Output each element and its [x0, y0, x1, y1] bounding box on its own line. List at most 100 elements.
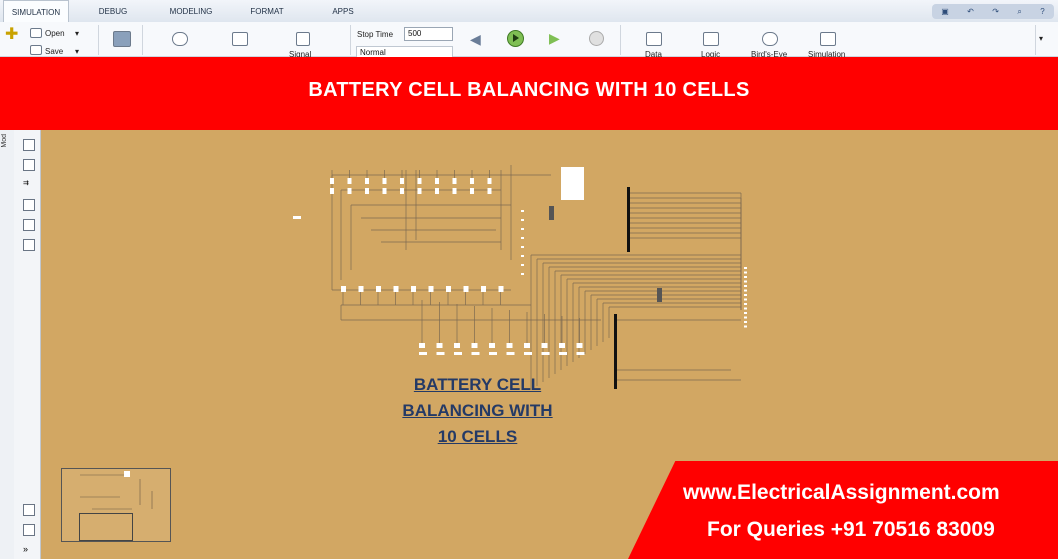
signal-label: Signal — [289, 50, 312, 59]
collapse-toolstrip-icon[interactable]: ▾ — [1039, 34, 1044, 43]
new-model-icon[interactable]: ✚ — [5, 26, 19, 43]
stop-time-input[interactable]: 500 — [404, 27, 453, 41]
simulation-mode-select[interactable]: Normal — [356, 46, 453, 60]
screenshot-icon[interactable] — [23, 504, 35, 516]
library-icon[interactable] — [113, 31, 131, 47]
checkbox-icon[interactable] — [23, 239, 35, 251]
port-block — [744, 280, 747, 283]
logic-analyzer-icon[interactable] — [703, 32, 719, 46]
annotation-line-2: BALANCING WITH — [402, 401, 553, 420]
property-inspector-icon[interactable] — [23, 524, 35, 536]
quick-access-toolbar: ▣ ↶ ↷ ⌕ ? — [932, 4, 1054, 19]
fit-view-icon[interactable] — [23, 159, 35, 171]
model-browser-tab[interactable] — [0, 130, 15, 559]
cell-block — [382, 178, 387, 184]
cell-block — [435, 188, 439, 194]
open-button[interactable]: Open — [45, 29, 65, 38]
open-icon[interactable] — [30, 28, 42, 38]
cell-block — [347, 188, 352, 194]
birds-eye-icon[interactable] — [762, 32, 778, 46]
arrow-icon[interactable]: ⇉ — [23, 180, 29, 187]
data-inspector-icon[interactable] — [646, 32, 662, 46]
step-back-icon[interactable]: ◀ — [470, 31, 481, 47]
balancing-block — [411, 286, 416, 292]
switch-block — [541, 352, 550, 355]
save-icon[interactable]: ▣ — [941, 7, 949, 16]
redo-icon[interactable]: ↷ — [992, 7, 999, 16]
tab-format[interactable]: FORMAT — [250, 7, 284, 16]
add-viewer-icon[interactable] — [232, 32, 248, 46]
cell-block — [400, 178, 404, 184]
comment-icon[interactable] — [23, 219, 35, 231]
model-canvas[interactable] — [41, 130, 1058, 559]
switch-block — [576, 352, 585, 355]
cell-block — [365, 178, 369, 184]
tab-debug[interactable]: DEBUG — [98, 7, 128, 16]
website-text: www.ElectricalAssignment.com — [683, 481, 1000, 504]
cell-block — [400, 188, 404, 194]
switch-block — [506, 343, 513, 348]
switch-block — [541, 343, 548, 348]
cell-block — [470, 188, 474, 194]
run-icon[interactable] — [507, 30, 524, 47]
port-block — [744, 325, 747, 328]
help-icon[interactable]: ? — [1040, 7, 1045, 16]
port-block — [744, 289, 747, 292]
port-block — [744, 307, 747, 310]
birds-eye-minimap[interactable] — [61, 468, 171, 542]
cell-block — [417, 188, 422, 194]
cell-block — [435, 178, 439, 184]
signal-table-icon[interactable] — [296, 32, 310, 46]
open-dropdown-icon[interactable]: ▾ — [75, 29, 80, 38]
signal-icon[interactable] — [172, 32, 188, 46]
search-icon[interactable]: ⌕ — [1017, 6, 1022, 16]
port-block — [744, 267, 747, 269]
switch-block — [471, 343, 478, 348]
save-icon[interactable] — [30, 45, 42, 55]
port-block — [744, 303, 747, 305]
switch-block — [489, 352, 497, 355]
simulation-manager-icon[interactable] — [820, 32, 836, 46]
image-icon[interactable] — [23, 199, 35, 211]
balancing-block — [428, 286, 434, 292]
switch-block — [524, 343, 530, 348]
data-inspector-label: Data — [645, 50, 662, 59]
minimap-viewport[interactable] — [79, 513, 133, 541]
port-block — [744, 294, 747, 296]
queries-text: For Queries +91 70516 83009 — [707, 518, 995, 541]
switch-block — [436, 343, 443, 348]
annotation-line-1: BATTERY CELL — [413, 375, 542, 394]
bus-bar-top — [627, 187, 630, 252]
port-block — [744, 316, 747, 319]
balancing-block — [341, 286, 346, 292]
scope-block — [561, 167, 584, 200]
tab-apps[interactable]: APPS — [332, 7, 354, 16]
tab-simulation[interactable]: SIMULATION — [3, 0, 69, 23]
switch-block — [524, 352, 532, 355]
port-block — [744, 298, 747, 301]
tab-modeling[interactable]: MODELING — [169, 7, 213, 16]
balancing-block — [498, 286, 504, 292]
save-dropdown-icon[interactable]: ▾ — [75, 47, 80, 56]
port-block — [521, 228, 524, 230]
port-block — [521, 246, 524, 248]
switch-block — [436, 352, 445, 355]
stop-time-label: Stop Time — [357, 30, 394, 39]
switch-block — [559, 343, 565, 348]
save-button[interactable]: Save — [45, 47, 64, 56]
cell-block — [382, 188, 387, 194]
switch-block — [576, 343, 583, 348]
step-forward-icon[interactable]: ▶ — [549, 30, 560, 46]
zoom-icon[interactable] — [23, 139, 35, 151]
cell-block — [330, 188, 334, 194]
undo-icon[interactable]: ↶ — [967, 7, 974, 16]
stop-icon[interactable] — [589, 31, 604, 46]
toolstrip-tabs: SIMULATION DEBUG MODELING FORMAT APPS ▣ … — [0, 0, 1058, 23]
expand-icon[interactable]: » — [23, 544, 29, 554]
port-block — [744, 271, 747, 274]
port-block — [521, 237, 524, 239]
port-block — [744, 276, 747, 278]
switch-block — [419, 352, 427, 355]
cell-block — [330, 178, 334, 184]
simulink-diagram — [293, 165, 747, 390]
